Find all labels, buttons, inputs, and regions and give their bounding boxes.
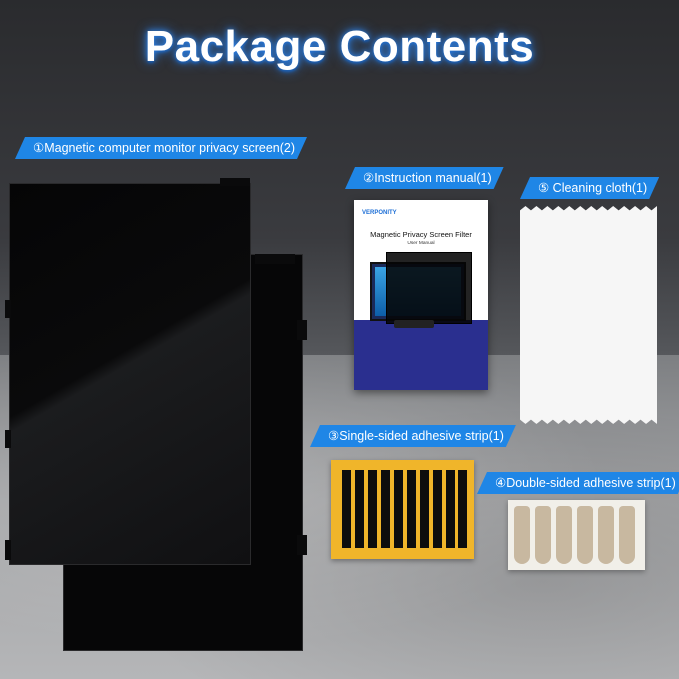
manual-cover-band (354, 320, 488, 390)
screen-tab (5, 430, 11, 448)
adhesive-tab (598, 506, 614, 564)
strip-bar (355, 470, 364, 548)
strip-bar (458, 470, 467, 548)
label-single-sided-strip: ③Single-sided adhesive strip(1) (310, 425, 516, 447)
double-sided-adhesive-strip (508, 500, 645, 570)
manual-title: Magnetic Privacy Screen Filter (370, 230, 472, 239)
strip-bar (433, 470, 442, 548)
strip-bar (342, 470, 351, 548)
strip-bar (407, 470, 416, 548)
screen-tab (5, 540, 11, 560)
adhesive-tab (577, 506, 593, 564)
adhesive-tab (535, 506, 551, 564)
manual-subtitle: User Manual (407, 241, 435, 246)
strip-bar (368, 470, 377, 548)
screen-tab (255, 254, 295, 264)
adhesive-tab (556, 506, 572, 564)
screen-tab (297, 320, 307, 340)
label-cleaning-cloth: ⑤ Cleaning cloth(1) (520, 177, 659, 199)
screen-tab (5, 300, 11, 318)
monitor-stand (394, 320, 434, 328)
privacy-filter-illustration (386, 252, 472, 324)
strip-bar (420, 470, 429, 548)
label-privacy-screen: ①Magnetic computer monitor privacy scree… (15, 137, 307, 159)
page-title: Package Contents (144, 22, 535, 71)
label-instruction-manual: ②Instruction manual(1) (345, 167, 504, 189)
screen-tab (297, 535, 307, 555)
single-sided-adhesive-strip (331, 460, 474, 559)
privacy-screen-front (9, 183, 251, 565)
adhesive-tab (514, 506, 530, 564)
manual-brand: VERPONITY (362, 210, 397, 216)
adhesive-tab (619, 506, 635, 564)
instruction-manual: VERPONITY Magnetic Privacy Screen Filter… (354, 200, 488, 390)
strip-bar (394, 470, 403, 548)
strip-bar (381, 470, 390, 548)
cleaning-cloth (520, 206, 657, 424)
screen-tab (220, 178, 250, 186)
label-double-sided-strip: ④Double-sided adhesive strip(1) (477, 472, 679, 494)
strip-bar (446, 470, 455, 548)
